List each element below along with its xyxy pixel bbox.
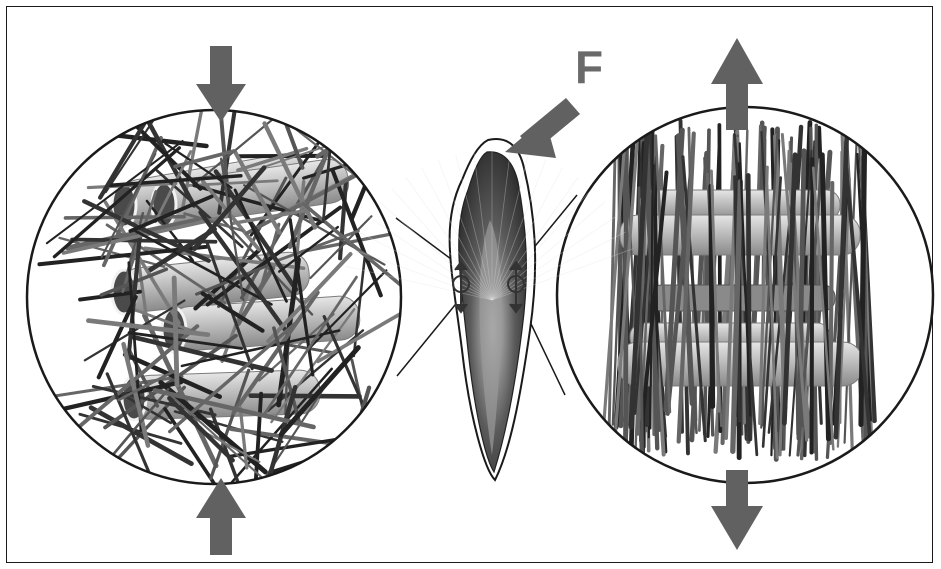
compression-zoom-circle: [27, 57, 426, 524]
fiber: [812, 159, 813, 452]
tension-zoom-circle: [557, 107, 933, 483]
force-label: F: [575, 44, 603, 90]
compression-arrow-bottom-icon: [196, 478, 246, 555]
force-arrow-icon: [505, 98, 580, 158]
fiber: [72, 239, 215, 241]
fiber: [251, 396, 360, 397]
